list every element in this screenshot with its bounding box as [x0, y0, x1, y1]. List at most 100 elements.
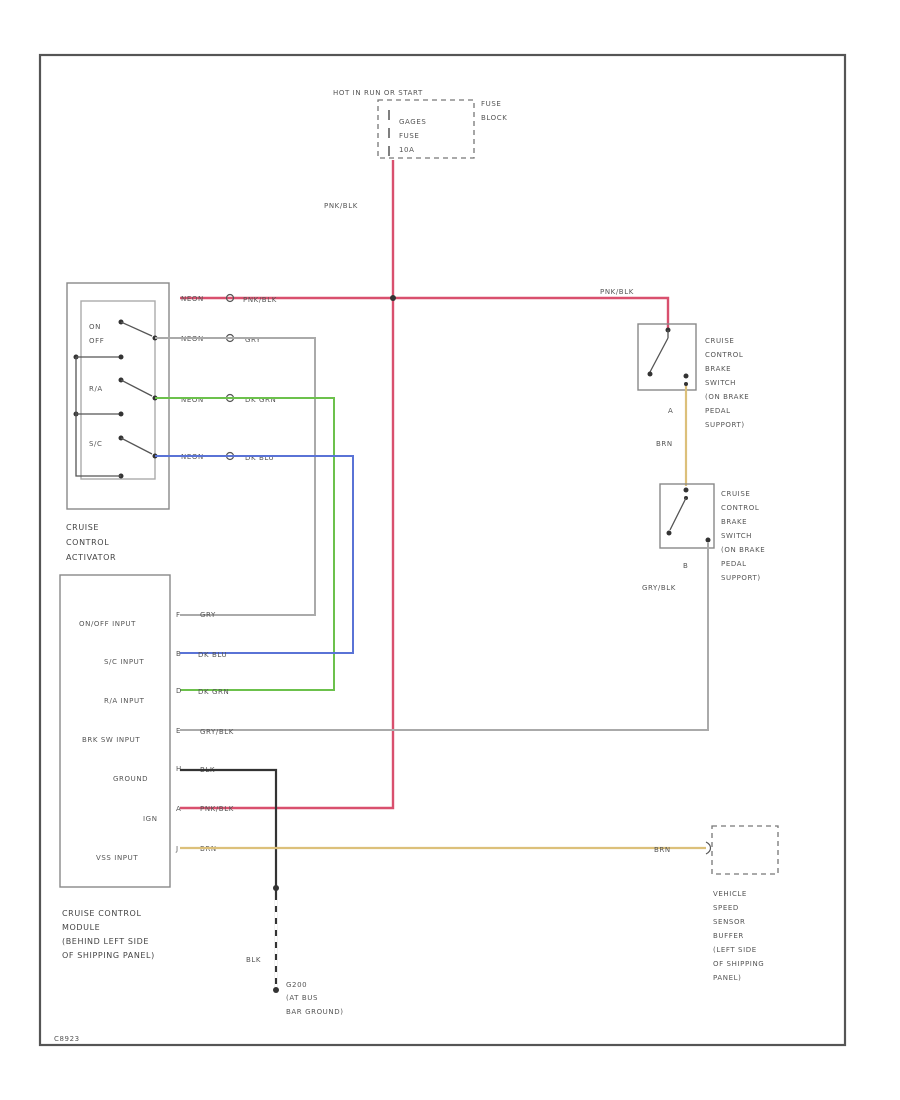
activator-wire-3-label: DK GRN	[245, 396, 276, 404]
svg-text:CONTROL: CONTROL	[705, 351, 743, 359]
activator-connectors: NEON NEON NEON NEON PNK/BLK GRY DK GRN D…	[181, 293, 277, 462]
fuse-hot-label: HOT IN RUN OR START	[333, 89, 423, 97]
pin-letter-b: B	[176, 650, 181, 658]
blue-wire	[155, 455, 354, 654]
svg-text:SPEED: SPEED	[713, 904, 739, 912]
svg-text:(LEFT SIDE: (LEFT SIDE	[713, 946, 757, 954]
ground-wire	[180, 768, 278, 988]
activator-wire-1-label: PNK/BLK	[243, 296, 277, 304]
svg-text:SENSOR: SENSOR	[713, 918, 746, 926]
vss-connector-icon	[705, 841, 712, 855]
pin-wire-gry: GRY	[200, 611, 216, 619]
activator-sc-label: S/C	[89, 440, 103, 448]
svg-text:SWITCH: SWITCH	[705, 379, 736, 387]
activator-off-label: OFF	[89, 337, 104, 345]
ground-wire-label: BLK	[246, 956, 261, 964]
vehicle-speed-sensor-buffer: VEHICLE SPEED SENSOR BUFFER (LEFT SIDE O…	[711, 825, 779, 982]
activator-inner	[80, 300, 156, 480]
fuse-amp: 10A	[399, 146, 415, 154]
svg-text:SWITCH: SWITCH	[721, 532, 752, 540]
pin-name-vss: VSS INPUT	[96, 854, 138, 862]
svg-text:NEON: NEON	[181, 295, 204, 303]
pin-letter-h: H	[176, 765, 182, 773]
fuse-block: HOT IN RUN OR START GAGES FUSE 10A FUSE …	[333, 89, 507, 159]
pin-wire-dkblu: DK BLU	[198, 651, 227, 659]
svg-text:CRUISE CONTROL: CRUISE CONTROL	[62, 909, 142, 918]
activator-wire-4-label: DK BLU	[245, 454, 274, 462]
brake-switch-b-outline	[659, 483, 715, 549]
activator-title-3: ACTIVATOR	[66, 553, 116, 562]
brake-feed-wire	[180, 296, 670, 328]
pin-letter-a: A	[176, 805, 181, 813]
svg-text:OF SHIPPING: OF SHIPPING	[713, 960, 764, 968]
fuse-name: GAGES	[399, 118, 426, 126]
pin-name-ra: R/A INPUT	[104, 697, 145, 705]
svg-text:BAR GROUND): BAR GROUND)	[286, 1008, 344, 1016]
green-wire	[155, 397, 335, 691]
pin-name-ign: IGN	[143, 815, 158, 823]
activator-ra-label: R/A	[89, 385, 103, 393]
module-outline	[59, 574, 171, 888]
vss-wire-label: BRN	[654, 846, 671, 854]
svg-text:PEDAL: PEDAL	[705, 407, 731, 415]
svg-text:CRUISE: CRUISE	[721, 490, 750, 498]
svg-text:SUPPORT): SUPPORT)	[705, 421, 745, 429]
pin-wire-pnkblk: PNK/BLK	[200, 805, 234, 813]
module-pins: ON/OFF INPUT F GRY S/C INPUT B DK BLU R/…	[79, 611, 234, 862]
svg-text:BRAKE: BRAKE	[705, 365, 731, 373]
pin-wire-gryblk: GRY/BLK	[200, 728, 234, 736]
activator-wire-2-label: GRY	[245, 336, 261, 344]
activator-on-label: ON	[89, 323, 101, 331]
svg-text:(ON BRAKE: (ON BRAKE	[705, 393, 749, 401]
fuse-block-outline	[377, 99, 475, 159]
svg-text:CRUISE: CRUISE	[705, 337, 734, 345]
activator-title-1: CRUISE	[66, 523, 99, 532]
pin-name-brk: BRK SW INPUT	[82, 736, 140, 744]
cruise-activator: ON OFF R/A S/C CRUISE CONTROL ACTIVATOR	[66, 282, 170, 562]
connector-icon	[225, 293, 235, 303]
ign-feed-wire	[180, 160, 395, 810]
figure-id: C8923	[54, 1035, 80, 1043]
brake-input-wire	[180, 543, 709, 731]
brake-link-label: BRN	[656, 440, 673, 448]
brake-b-letter: B	[683, 562, 688, 570]
svg-text:VEHICLE: VEHICLE	[713, 890, 747, 898]
pin-letter-j: J	[175, 845, 179, 853]
pin-letter-d: D	[176, 687, 182, 695]
vss-buffer-outline	[711, 825, 779, 875]
ground-point-icon	[273, 987, 279, 993]
gray-wire	[155, 337, 316, 616]
svg-text:BUFFER: BUFFER	[713, 932, 744, 940]
pin-name-sc: S/C INPUT	[104, 658, 144, 666]
svg-text:(AT BUS: (AT BUS	[286, 994, 318, 1002]
svg-text:MODULE: MODULE	[62, 923, 100, 932]
svg-text:(BEHIND LEFT SIDE: (BEHIND LEFT SIDE	[62, 937, 149, 946]
brake-switch-a: A CRUISE CONTROL BRAKE SWITCH (ON BRAKE …	[637, 323, 749, 429]
svg-text:CONTROL: CONTROL	[721, 504, 759, 512]
brake-switch-a-outline	[637, 323, 697, 391]
cruise-control-module	[59, 574, 171, 888]
pin-letter-f: F	[176, 611, 181, 619]
svg-text:OF SHIPPING PANEL): OF SHIPPING PANEL)	[62, 951, 155, 960]
pin-name-ground: GROUND	[113, 775, 148, 783]
pin-letter-e: E	[176, 727, 181, 735]
brake-a-letter: A	[668, 407, 673, 415]
diagram-frame	[38, 53, 847, 1047]
activator-title-2: CONTROL	[66, 538, 109, 547]
svg-text:BRAKE: BRAKE	[721, 518, 747, 526]
fuse-block-label-2: BLOCK	[481, 114, 507, 122]
splice-dot	[390, 295, 396, 301]
pin-wire-dkgrn: DK GRN	[198, 688, 229, 696]
brake-a-top-wire-label: PNK/BLK	[600, 288, 634, 296]
svg-text:SUPPORT): SUPPORT)	[721, 574, 761, 582]
module-title: CRUISE CONTROL MODULE (BEHIND LEFT SIDE …	[62, 909, 155, 960]
svg-text:G200: G200	[286, 981, 307, 989]
brake-b-wire-label: GRY/BLK	[642, 584, 676, 592]
brake-switch-b: B GRY/BLK CRUISE CONTROL BRAKE SWITCH (O…	[642, 483, 765, 592]
svg-text:PANEL): PANEL)	[713, 974, 741, 982]
fuse-word: FUSE	[399, 132, 419, 140]
svg-text:NEON: NEON	[181, 396, 204, 404]
activator-outline	[66, 282, 170, 510]
ground-splice-dot	[273, 885, 279, 891]
